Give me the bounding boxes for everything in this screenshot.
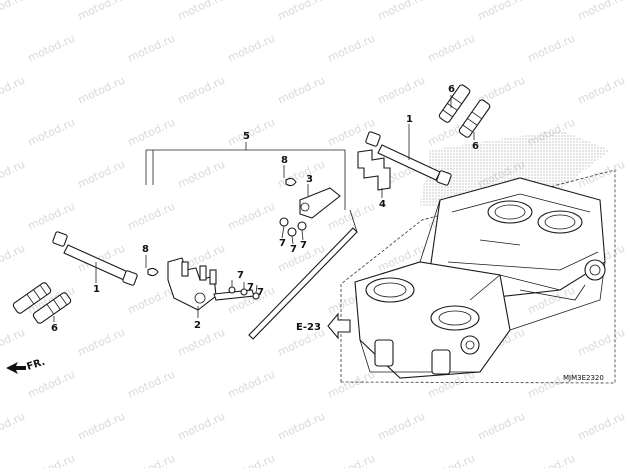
throttle-body-assembly (354, 177, 606, 379)
watermark-text: motod.ru (76, 410, 127, 443)
callout-6-top-a: 6 (448, 84, 455, 95)
watermark-text: motod.ru (226, 368, 277, 401)
part-7-screws-lower (231, 280, 258, 294)
watermark-text: motod.ru (126, 200, 177, 233)
watermark-text: motod.ru (26, 200, 77, 233)
watermark-text: motod.ru (326, 32, 377, 65)
watermark-text: motod.ru (376, 410, 427, 443)
watermark-text: motod.ru (26, 116, 77, 149)
watermark-text: motod.ru (76, 326, 127, 359)
part-8-clips (145, 165, 297, 277)
watermark-text: motod.ru (326, 452, 377, 468)
watermark-text: motod.ru (0, 242, 27, 275)
part-1-top-shaft (365, 124, 452, 186)
watermark-text: motod.ru (376, 74, 427, 107)
watermark-text: motod.ru (276, 74, 327, 107)
watermark-text: motod.ru (526, 452, 577, 468)
watermark-text: motod.ru (376, 0, 427, 23)
watermark-text: motod.ru (176, 158, 227, 191)
watermark-text: motod.ru (476, 410, 527, 443)
drawing-code: MJM3E2320 (563, 374, 604, 382)
watermark-text: motod.ru (226, 32, 277, 65)
watermark-text: motod.ru (0, 158, 27, 191)
watermark-text: motod.ru (0, 410, 27, 443)
callout-1-left: 1 (93, 284, 100, 295)
watermark-text: motod.ru (76, 74, 127, 107)
callout-7-f: 7 (257, 287, 264, 298)
part-5-assembly-bracket (145, 142, 346, 210)
callout-8-mid: 8 (281, 155, 288, 166)
watermark-text: motod.ru (326, 368, 377, 401)
e23-reference-arrow[interactable]: E-23 (296, 312, 351, 340)
watermark-text: motod.ru (576, 326, 625, 359)
e23-reference-label: E-23 (296, 322, 321, 333)
callout-1-top: 1 (406, 114, 413, 125)
watermark-text: motod.ru (426, 32, 477, 65)
watermark-text: motod.ru (576, 410, 625, 443)
part-6-left-tubes (12, 282, 72, 324)
part-2-lever-assembly (167, 257, 260, 318)
watermark-text: motod.ru (576, 0, 625, 23)
part-3-link-arm (299, 184, 341, 219)
watermark-text: motod.ru (126, 32, 177, 65)
watermark-text: motod.ru (426, 452, 477, 468)
callout-6-top-b: 6 (472, 141, 479, 152)
watermark-text: motod.ru (0, 326, 27, 359)
watermark-text: motod.ru (0, 74, 27, 107)
part-1-left-shaft (52, 231, 138, 286)
watermark-text: motod.ru (76, 158, 127, 191)
throttle-rod (248, 209, 358, 340)
watermark-text: motod.ru (226, 452, 277, 468)
callout-7-d: 7 (237, 270, 244, 281)
watermark-text: motod.ru (276, 0, 327, 23)
watermark-text: motod.ru (126, 116, 177, 149)
watermark-text: motod.ru (126, 368, 177, 401)
watermark-text: motod.ru (76, 0, 127, 23)
watermark-text: motod.ru (276, 410, 327, 443)
front-direction-indicator: FR. (6, 357, 47, 374)
part-4-bracket (357, 149, 391, 198)
front-direction-label: FR. (26, 357, 47, 373)
part-6-top-tubes (438, 84, 491, 140)
callout-4: 4 (379, 199, 386, 210)
watermark-text: motod.ru (176, 326, 227, 359)
watermark-text: motod.ru (226, 200, 277, 233)
callout-6-left: 6 (51, 323, 58, 334)
callout-2: 2 (194, 320, 201, 331)
callout-3: 3 (306, 174, 313, 185)
watermark-text: motod.ru (526, 368, 577, 401)
watermark-text: motod.ru (226, 116, 277, 149)
callout-7-e: 7 (247, 282, 254, 293)
watermark-text: motod.ru (126, 284, 177, 317)
callout-7-c: 7 (300, 240, 307, 251)
watermark-text: motod.ru (176, 74, 227, 107)
watermark-text: motod.ru (26, 452, 77, 468)
callout-8-left: 8 (142, 244, 149, 255)
watermark-text: motod.ru (126, 452, 177, 468)
part-7-screws-upper (279, 217, 307, 245)
callout-5: 5 (243, 131, 250, 142)
watermark-text: motod.ru (576, 74, 625, 107)
watermark-text: motod.ru (176, 0, 227, 23)
callout-7-b: 7 (290, 244, 297, 255)
watermark-text: motod.ru (26, 32, 77, 65)
watermark-text: motod.ru (0, 0, 27, 23)
shading-pattern (420, 130, 610, 210)
watermark-text: motod.ru (326, 200, 377, 233)
callout-7-a: 7 (279, 238, 286, 249)
watermark-text: motod.ru (476, 0, 527, 23)
watermark-text: motod.ru (176, 410, 227, 443)
watermark-text: motod.ru (526, 32, 577, 65)
watermark-text: motod.ru (26, 368, 77, 401)
